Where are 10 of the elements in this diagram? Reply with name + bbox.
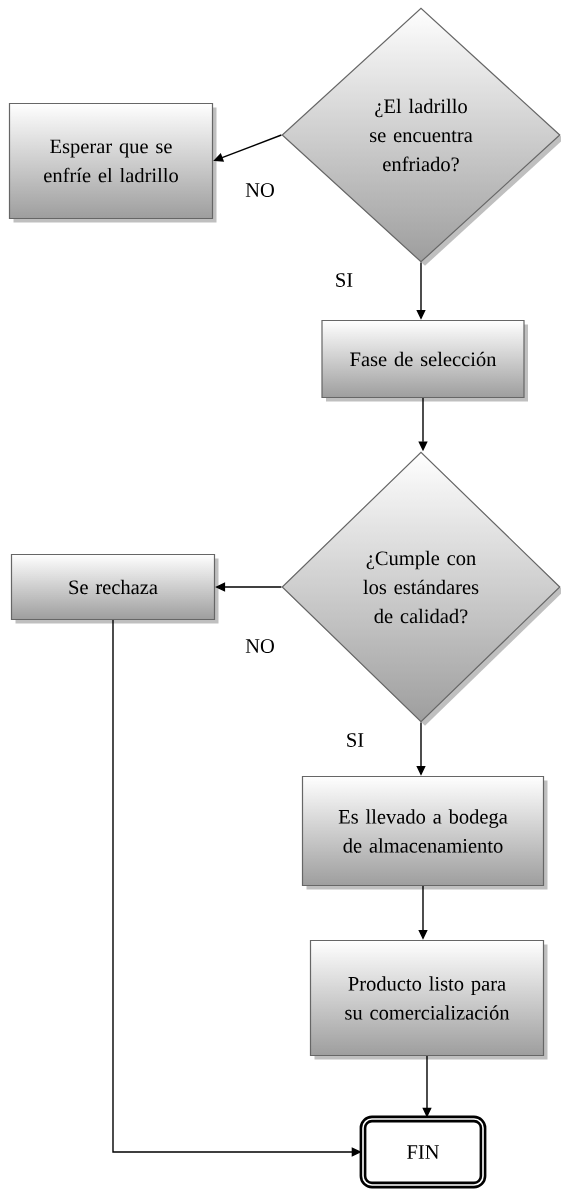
end-terminal: FIN [359,1115,487,1189]
edge-label: SI [344,732,366,748]
edge-label: NO [244,182,276,198]
edge-label: SI [333,272,355,288]
process-box: Se rechaza [10,553,219,624]
process-box: Esperar que se enfríe el ladrillo [8,102,217,223]
process-box: Fase de selección [321,319,528,402]
process-box: Es llevado a bodega de almacenamiento [301,775,548,890]
process-box: Producto listo para su comercialización [309,939,548,1060]
edge-label: NO [244,638,276,654]
